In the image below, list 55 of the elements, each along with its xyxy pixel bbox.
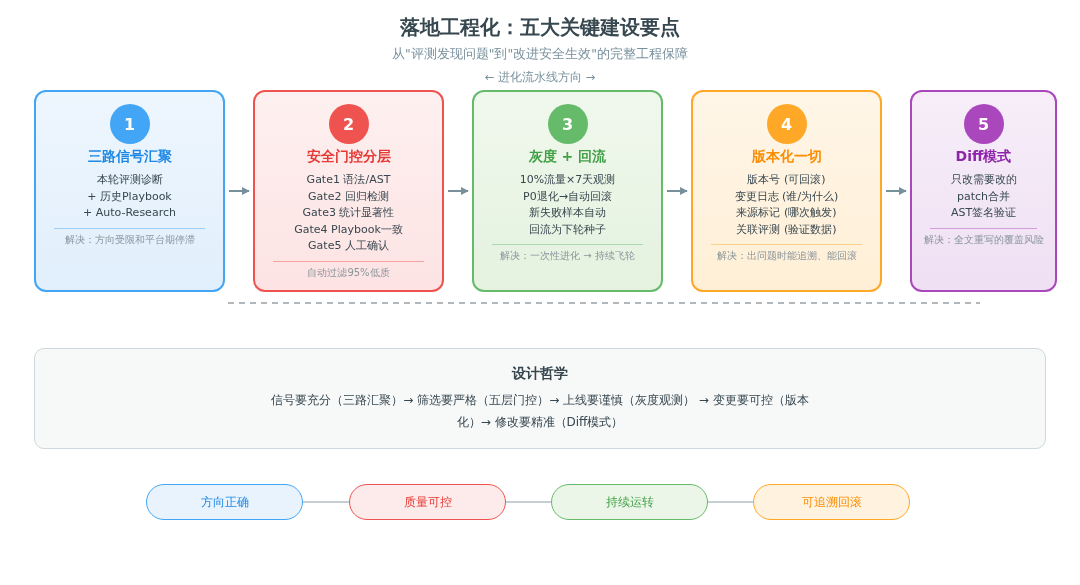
card-text: + Auto-Research <box>83 205 176 221</box>
number-badge: 4 <box>766 104 807 144</box>
card-text: 10%流量×7天观测 <box>519 172 616 188</box>
summary-panel <box>34 348 1046 449</box>
arrow <box>666 187 688 195</box>
card-text: 变更日志 (谁/为什么) <box>734 188 839 205</box>
subtitle: 从"评测发现问题"到"改进安全生效"的完整工程保障 <box>391 46 689 63</box>
connector-line <box>505 501 552 503</box>
page-title: 落地工程化：五大关键建设要点 <box>399 14 681 41</box>
note-text: 解决：方向受限和平台期停滞 <box>64 232 195 247</box>
card-title: 三路信号汇聚 <box>87 148 172 166</box>
card-text: 来源标记 (哪次触发) <box>736 205 837 221</box>
note-text: 解决：全文重写的覆盖风险 <box>923 232 1044 247</box>
arrow <box>447 187 469 195</box>
card-text: 只改需要改的 <box>950 172 1017 188</box>
principle-pill: 质量可控 <box>349 484 506 520</box>
card-title: Diff模式 <box>955 148 1012 166</box>
card-text: AST签名验证 <box>950 205 1017 221</box>
card-text: 版本号 (可回滚) <box>747 172 826 188</box>
number-badge: 5 <box>963 104 1004 144</box>
card-text: 回流为下轮种子 <box>529 221 606 238</box>
connector-line <box>302 501 350 503</box>
card-text: Gate5 人工确认 <box>308 238 389 254</box>
card-text: P0退化→自动回滚 <box>523 188 612 205</box>
card-text: 新失败样本自动 <box>529 205 606 221</box>
card-title: 版本化一切 <box>751 148 822 166</box>
card-text: 本轮评测诊断 <box>96 172 163 188</box>
card-title: 灰度 + 回流 <box>528 148 607 166</box>
card-text: Gate3 统计显著性 <box>302 205 395 221</box>
connector-line <box>707 501 754 503</box>
card-text: 关联评测 (验证数据) <box>736 221 837 238</box>
process-card <box>472 90 663 292</box>
process-card <box>691 90 882 292</box>
arrow <box>885 187 907 195</box>
process-card <box>34 90 225 292</box>
direction-label: ← 进化流水线方向 → <box>483 70 597 85</box>
panel-text: 信号要充分（三路汇聚）→ 筛选要严格（五层门控）→ 上线要谨慎（灰度观测） → 变更要可控（版本化）→ 修改要精准（Diff模式） <box>270 392 810 431</box>
process-card <box>253 90 444 292</box>
process-card <box>910 90 1057 292</box>
card-text: Gate1 语法/AST <box>306 172 391 188</box>
card-text: Gate2 回归检测 <box>308 188 389 205</box>
note-text: 解决：出问题时能追溯、能回滚 <box>716 249 857 263</box>
card-text: Gate4 Playbook一致 <box>294 221 403 238</box>
card-title: 安全门控分层 <box>306 148 391 166</box>
number-badge: 3 <box>547 104 588 144</box>
card-text: + 历史Playbook <box>87 188 172 205</box>
arrow <box>228 187 250 195</box>
note-text: 自动过滤95%低质 <box>307 265 390 280</box>
principle-pill: 持续运转 <box>551 484 708 520</box>
number-badge: 2 <box>328 104 369 144</box>
number-badge: 1 <box>109 104 150 144</box>
panel-heading: 设计哲学 <box>512 365 568 383</box>
card-text: patch合并 <box>956 188 1011 205</box>
principle-pill: 可追溯回滚 <box>753 484 910 520</box>
principle-pill: 方向正确 <box>146 484 303 520</box>
